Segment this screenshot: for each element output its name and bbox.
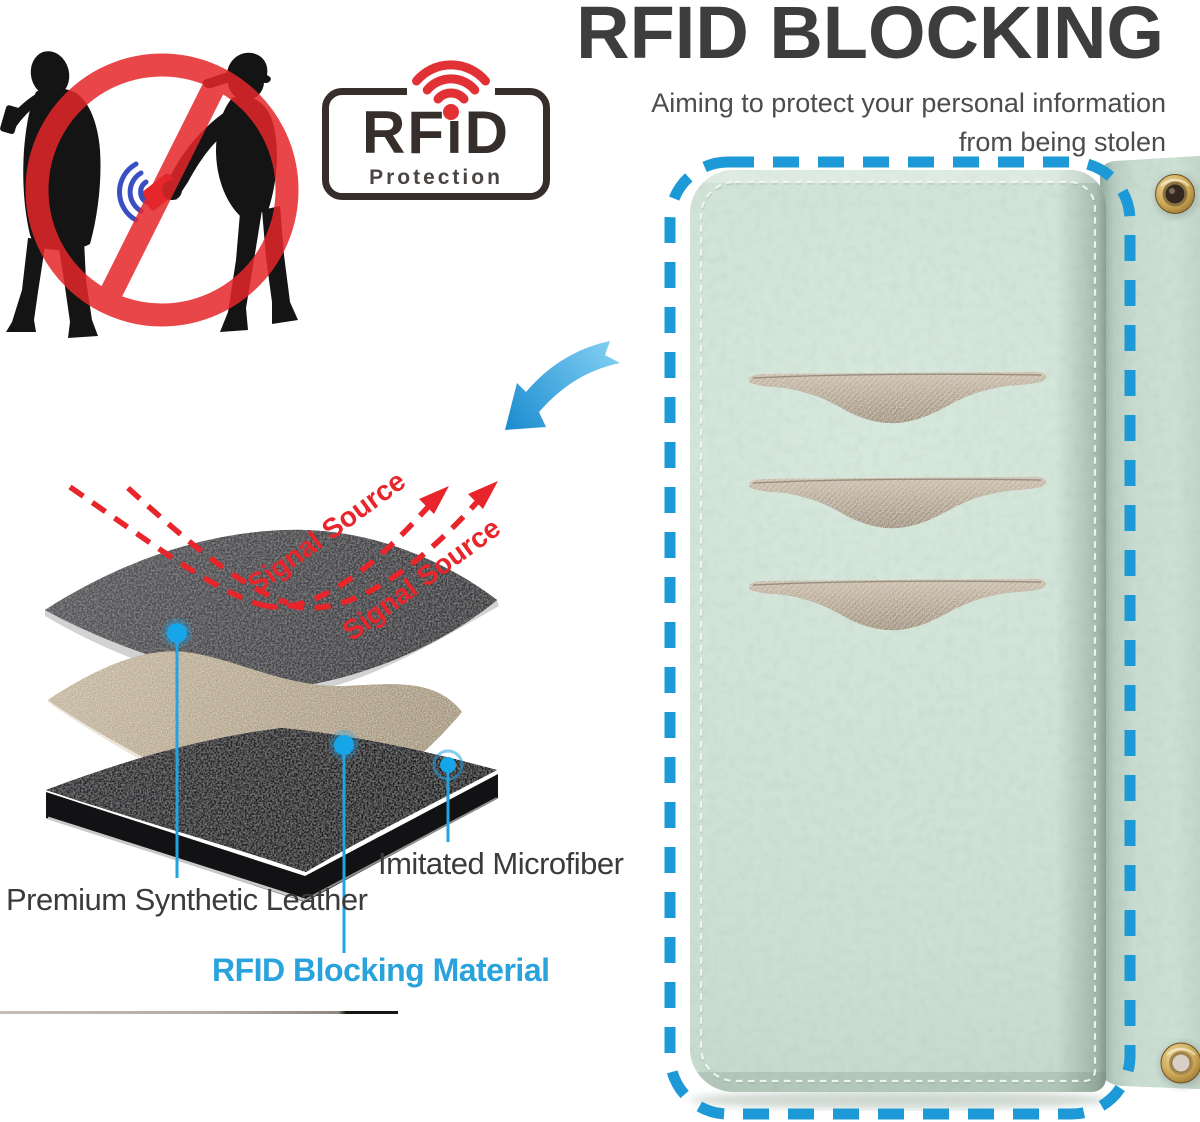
signal-arrowhead bbox=[468, 481, 498, 509]
stitch-shadow bbox=[700, 182, 1097, 1084]
eyelet-bottom bbox=[1160, 1042, 1200, 1087]
rfid-blocking-material-label: RFID Blocking Material bbox=[212, 952, 550, 988]
badge-brand-text: RFiD bbox=[362, 99, 510, 166]
imitated-microfiber-label: Imitated Microfiber bbox=[378, 846, 624, 881]
wallet-product-photo bbox=[664, 156, 1200, 1120]
subtitle-line-2: from being stolen bbox=[958, 127, 1166, 157]
prohibition-circle-icon bbox=[25, 53, 299, 327]
case-shadow bbox=[690, 1091, 1110, 1109]
material-layers-diagram: Signal Source Signal Source bbox=[45, 465, 506, 953]
callout-leaders bbox=[162, 618, 464, 953]
curved-arrow-icon bbox=[505, 341, 620, 430]
signal-arrowhead bbox=[419, 486, 449, 514]
page-title: RFID BLOCKING bbox=[576, 0, 1164, 74]
dashed-highlight-border bbox=[664, 156, 1136, 1120]
rfid-wave-icon bbox=[407, 60, 495, 120]
badge-caption-text: Protection bbox=[369, 166, 503, 189]
wallet-spine-panel bbox=[1100, 156, 1200, 1089]
no-pickpocketing-illustration bbox=[0, 51, 299, 338]
page-subtitle: Aiming to protect your personal informat… bbox=[651, 84, 1166, 162]
subtitle-line-1: Aiming to protect your personal informat… bbox=[651, 88, 1166, 118]
rfid-protection-badge: RFiD Protection bbox=[322, 88, 550, 200]
stitching bbox=[699, 180, 1097, 1083]
skim-signal-icon bbox=[117, 161, 149, 223]
wallet-main-panel bbox=[690, 170, 1106, 1092]
page-fold-line bbox=[0, 1011, 398, 1014]
eyelet-top bbox=[1155, 174, 1197, 217]
premium-leather-label: Premium Synthetic Leather bbox=[6, 882, 368, 917]
signal-rays bbox=[68, 484, 489, 611]
